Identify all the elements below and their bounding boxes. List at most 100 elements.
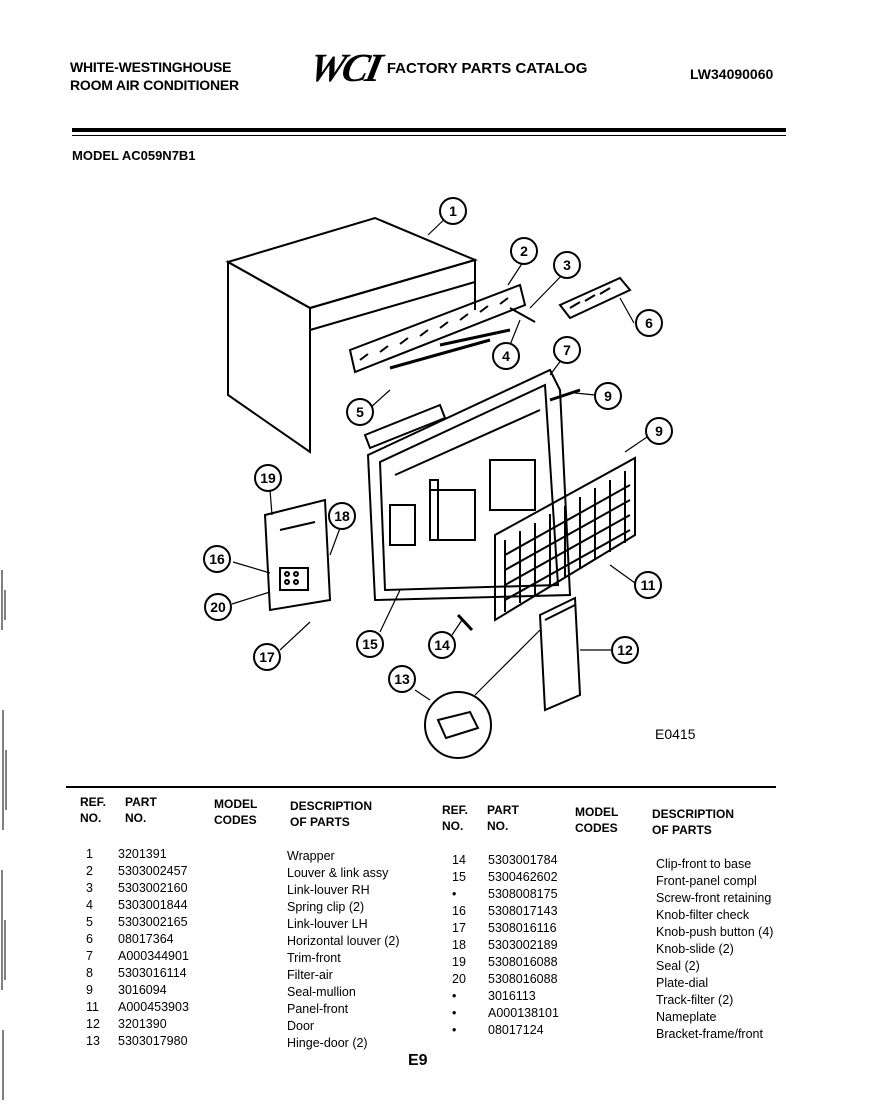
part-no-cell: 5300462602: [488, 870, 558, 884]
svg-text:18: 18: [334, 508, 350, 524]
callout-9b: 9: [645, 417, 673, 445]
callout-14: 14: [428, 631, 456, 659]
description-cell: Clip-front to base: [656, 857, 752, 871]
link-louver-lh-part: [439, 328, 511, 347]
description-cell: Screw-front retaining: [656, 891, 772, 905]
description-cell: Trim-front: [287, 951, 341, 965]
clip-front-part: [456, 613, 474, 632]
ref-no-cell: •: [452, 1006, 457, 1020]
description-cell: Hinge-door (2): [287, 1036, 368, 1050]
ref-no-cell: 15: [452, 870, 466, 884]
svg-text:15: 15: [362, 636, 378, 652]
callout-18: 18: [328, 502, 356, 530]
callout-17: 17: [253, 643, 281, 671]
part-no-cell: 5308017143: [488, 904, 558, 918]
ref-no-cell: 11: [86, 1000, 99, 1014]
part-no-cell: 5303017980: [118, 1034, 188, 1048]
figure-code: E0415: [655, 726, 696, 742]
svg-text:20: 20: [210, 599, 226, 615]
part-no-cell: A000344901: [118, 949, 189, 963]
description-cell: Nameplate: [656, 1010, 717, 1024]
svg-text:1: 1: [449, 203, 457, 219]
part-no-cell: 5303016114: [118, 966, 187, 980]
ref-no-cell: 6: [86, 932, 93, 946]
svg-text:6: 6: [645, 315, 653, 331]
ref-no-cell: 4: [86, 898, 93, 912]
part-no-cell: 5303002165: [118, 915, 188, 929]
svg-text:12: 12: [617, 642, 633, 658]
description-cell: Wrapper: [287, 849, 335, 863]
ref-no-cell: 1: [86, 847, 93, 861]
header-rule: [72, 128, 786, 132]
svg-text:14: 14: [434, 637, 450, 653]
svg-text:9: 9: [604, 388, 612, 404]
hinge-detail-circle: [424, 691, 492, 759]
ref-no-cell: 12: [86, 1017, 100, 1031]
ref-no-cell: •: [452, 887, 457, 901]
ref-no-cell: 3: [86, 881, 93, 895]
ref-no-cell: 5: [86, 915, 93, 929]
svg-text:17: 17: [259, 649, 275, 665]
description-cell: Knob-slide (2): [656, 942, 734, 956]
ref-no-cell: 9: [86, 983, 93, 997]
callout-6: 6: [635, 309, 663, 337]
svg-text:9: 9: [655, 423, 663, 439]
svg-text:19: 19: [260, 470, 276, 486]
description-cell: Track-filter (2): [656, 993, 734, 1007]
louver-bar-part: [363, 403, 447, 450]
svg-text:11: 11: [641, 577, 656, 593]
description-cell: Panel-front: [287, 1002, 349, 1016]
description-cell: Seal-mullion: [287, 985, 356, 999]
svg-text:7: 7: [563, 342, 571, 358]
description-cell: Plate-dial: [656, 976, 709, 990]
part-no-cell: 5303002457: [118, 864, 188, 878]
ref-no-cell: 17: [452, 921, 466, 935]
part-no-cell: 5308016088: [488, 955, 558, 969]
callout-leaders: [231, 211, 651, 701]
description-cell: Spring clip (2): [287, 900, 365, 914]
part-no-cell: 5308016088: [488, 972, 558, 986]
part-no-cell: 5303001784: [488, 853, 558, 867]
link-louver-rh-part: [509, 307, 536, 323]
left-ref-header: REF.NO.: [80, 795, 107, 825]
panel-front-part: [494, 456, 636, 622]
louver-assembly-part: [348, 283, 527, 374]
ref-no-cell: 18: [452, 938, 466, 952]
part-no-cell: 08017124: [488, 1023, 544, 1037]
part-no-cell: 5303002189: [488, 938, 558, 952]
svg-text:16: 16: [209, 551, 225, 567]
part-no-cell: 3016094: [118, 983, 167, 997]
ref-no-cell: 19: [452, 955, 466, 969]
exploded-parts-diagram: 1 2 3 4 5 6 7 9 9 19 18 16 20 17 15 14 1…: [203, 197, 673, 759]
part-no-cell: 3201391: [118, 847, 167, 861]
catalog-header: WCI FACTORY PARTS CATALOG: [305, 45, 587, 90]
ref-no-cell: 13: [86, 1034, 100, 1048]
svg-text:5: 5: [356, 404, 364, 420]
door-part: [538, 596, 582, 712]
model-number: MODEL AC059N7B1: [72, 148, 196, 163]
wrapper-part: [225, 216, 478, 454]
description-cell: Bracket-frame/front: [656, 1027, 763, 1041]
ref-no-cell: 7: [86, 949, 93, 963]
part-no-cell: A000453903: [118, 1000, 189, 1014]
right-ref-header: REF.NO.: [442, 803, 469, 833]
control-bracket-part: [263, 498, 332, 612]
svg-text:3: 3: [563, 257, 571, 273]
description-cell: Louver & link assy: [287, 866, 389, 880]
ref-no-cell: 2: [86, 864, 93, 878]
ref-no-cell: •: [452, 989, 457, 1003]
callout-13: 13: [388, 665, 416, 693]
wci-logo: WCI: [305, 45, 384, 90]
part-no-cell: 3016113: [488, 989, 536, 1003]
description-cell: Link-louver LH: [287, 917, 368, 931]
page-number: E9: [408, 1052, 428, 1069]
